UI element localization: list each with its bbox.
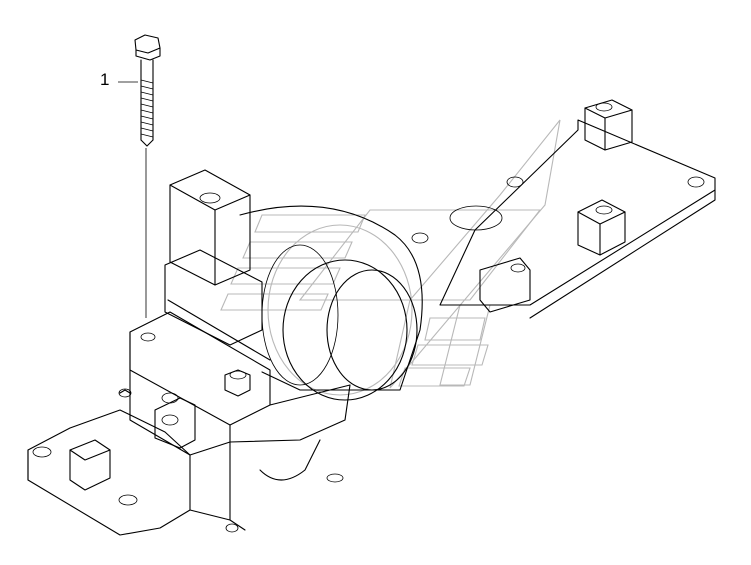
flange-plate <box>411 99 716 319</box>
foot-flange <box>27 409 239 536</box>
watermark-logo <box>220 119 561 396</box>
callout-label-1: 1 <box>100 70 110 89</box>
bolt-item-1 <box>134 34 161 318</box>
pump-housing <box>118 169 423 531</box>
